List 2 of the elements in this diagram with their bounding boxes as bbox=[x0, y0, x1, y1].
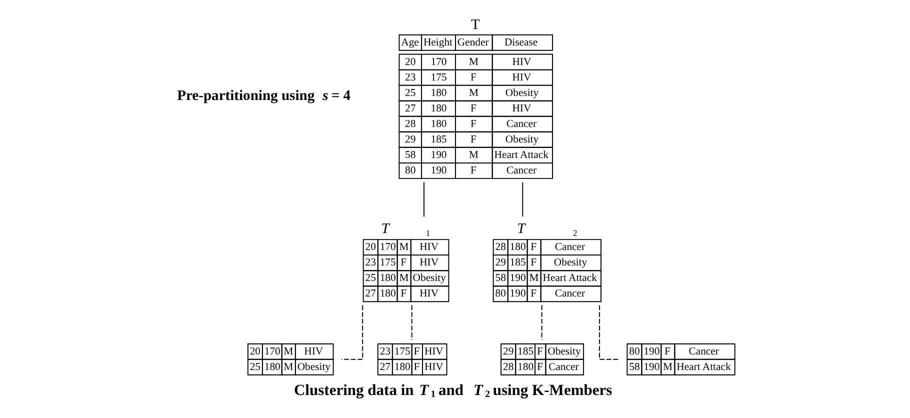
node-label: T bbox=[471, 17, 480, 34]
label: Pre-partitioning using s = 4 bbox=[177, 88, 351, 104]
